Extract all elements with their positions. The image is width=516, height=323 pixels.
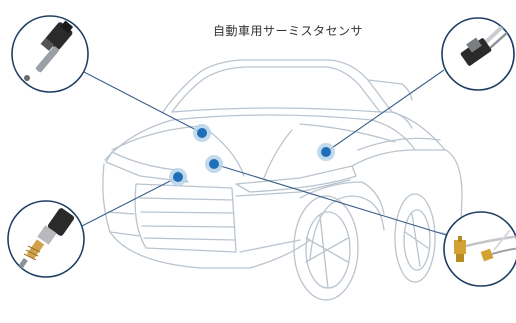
probe-sensor-icon (24, 20, 74, 81)
car-outline (102, 59, 463, 301)
wired-sensor-icon (454, 229, 516, 262)
callout-top-right[interactable] (441, 10, 516, 91)
hotspot-hood-center[interactable] (205, 155, 223, 173)
threaded-sensor-icon (16, 208, 75, 271)
callout-bottom-right[interactable] (443, 211, 516, 287)
hotspot-front-grille[interactable] (169, 168, 187, 186)
callout-top-left[interactable] (11, 15, 89, 93)
callout-bottom-left[interactable] (7, 200, 85, 278)
diagram-title: 自動車用サーミスタセンサ (212, 24, 363, 38)
hotspot-windshield-left[interactable] (193, 124, 211, 142)
hotspot-side-mirror[interactable] (317, 143, 335, 161)
leader-lines (81, 69, 447, 236)
